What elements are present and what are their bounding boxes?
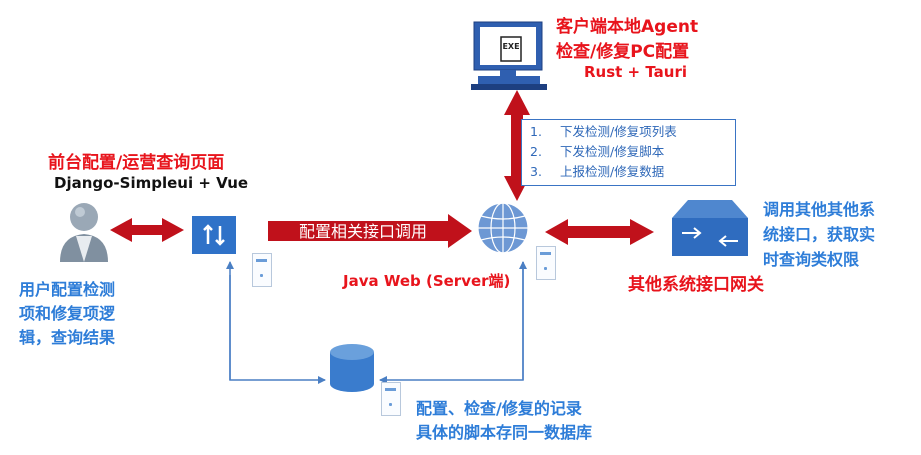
globe-icon [477,202,529,254]
frontend-tech: Django-Simpleui + Vue [54,174,249,192]
backend-server-icon [536,246,556,280]
frontend-title: 前台配置/运营查询页面 [48,153,225,173]
client-agent-tech: Rust + Tauri [584,63,687,81]
user-icon [60,203,108,262]
task-list-item: 1.下发检测/修复项列表 [530,124,677,139]
server-label: Java Web (Server端) [343,272,511,290]
agent-server-double-arrow [504,90,530,201]
frontend-app-icon [192,216,236,254]
user-description-line: 辑，查询结果 [19,328,116,347]
config-api-arrow [268,214,472,248]
user-frontend-double-arrow [110,218,184,242]
gateway-icon [672,200,748,256]
gateway-description-line: 统接口，获取实 [763,225,876,244]
client-agent-title: 客户端本地Agent [556,17,699,37]
database-icon [330,344,374,392]
frontend-db-connector [229,275,326,384]
user-description-line: 用户配置检测 [19,280,116,299]
client-agent-subtitle: 检查/修复PC配置 [556,42,690,62]
server-gateway-double-arrow [545,219,654,245]
gateway-description-line: 调用其他其他系 [763,200,876,219]
user-description-line: 项和修复项逻 [19,304,116,323]
svg-text:EXE: EXE [502,42,519,51]
exe-monitor-icon: EXE [471,21,547,90]
task-list-item: 3.上报检测/修复数据 [530,164,665,179]
gateway-description-line: 时查询类权限 [763,250,860,269]
task-list-box: 1.下发检测/修复项列表 2.下发检测/修复脚本 3.上报检测/修复数据 [521,119,736,186]
gateway-label: 其他系统接口网关 [628,275,764,295]
task-list-item: 2.下发检测/修复脚本 [530,144,665,159]
database-server-icon [381,382,401,416]
frontend-server-icon [252,253,272,287]
database-description-line: 配置、检查/修复的记录 [416,399,582,418]
config-arrow-label: 配置相关接口调用 [299,222,427,241]
database-description-line: 具体的脚本存同一数据库 [416,423,593,442]
